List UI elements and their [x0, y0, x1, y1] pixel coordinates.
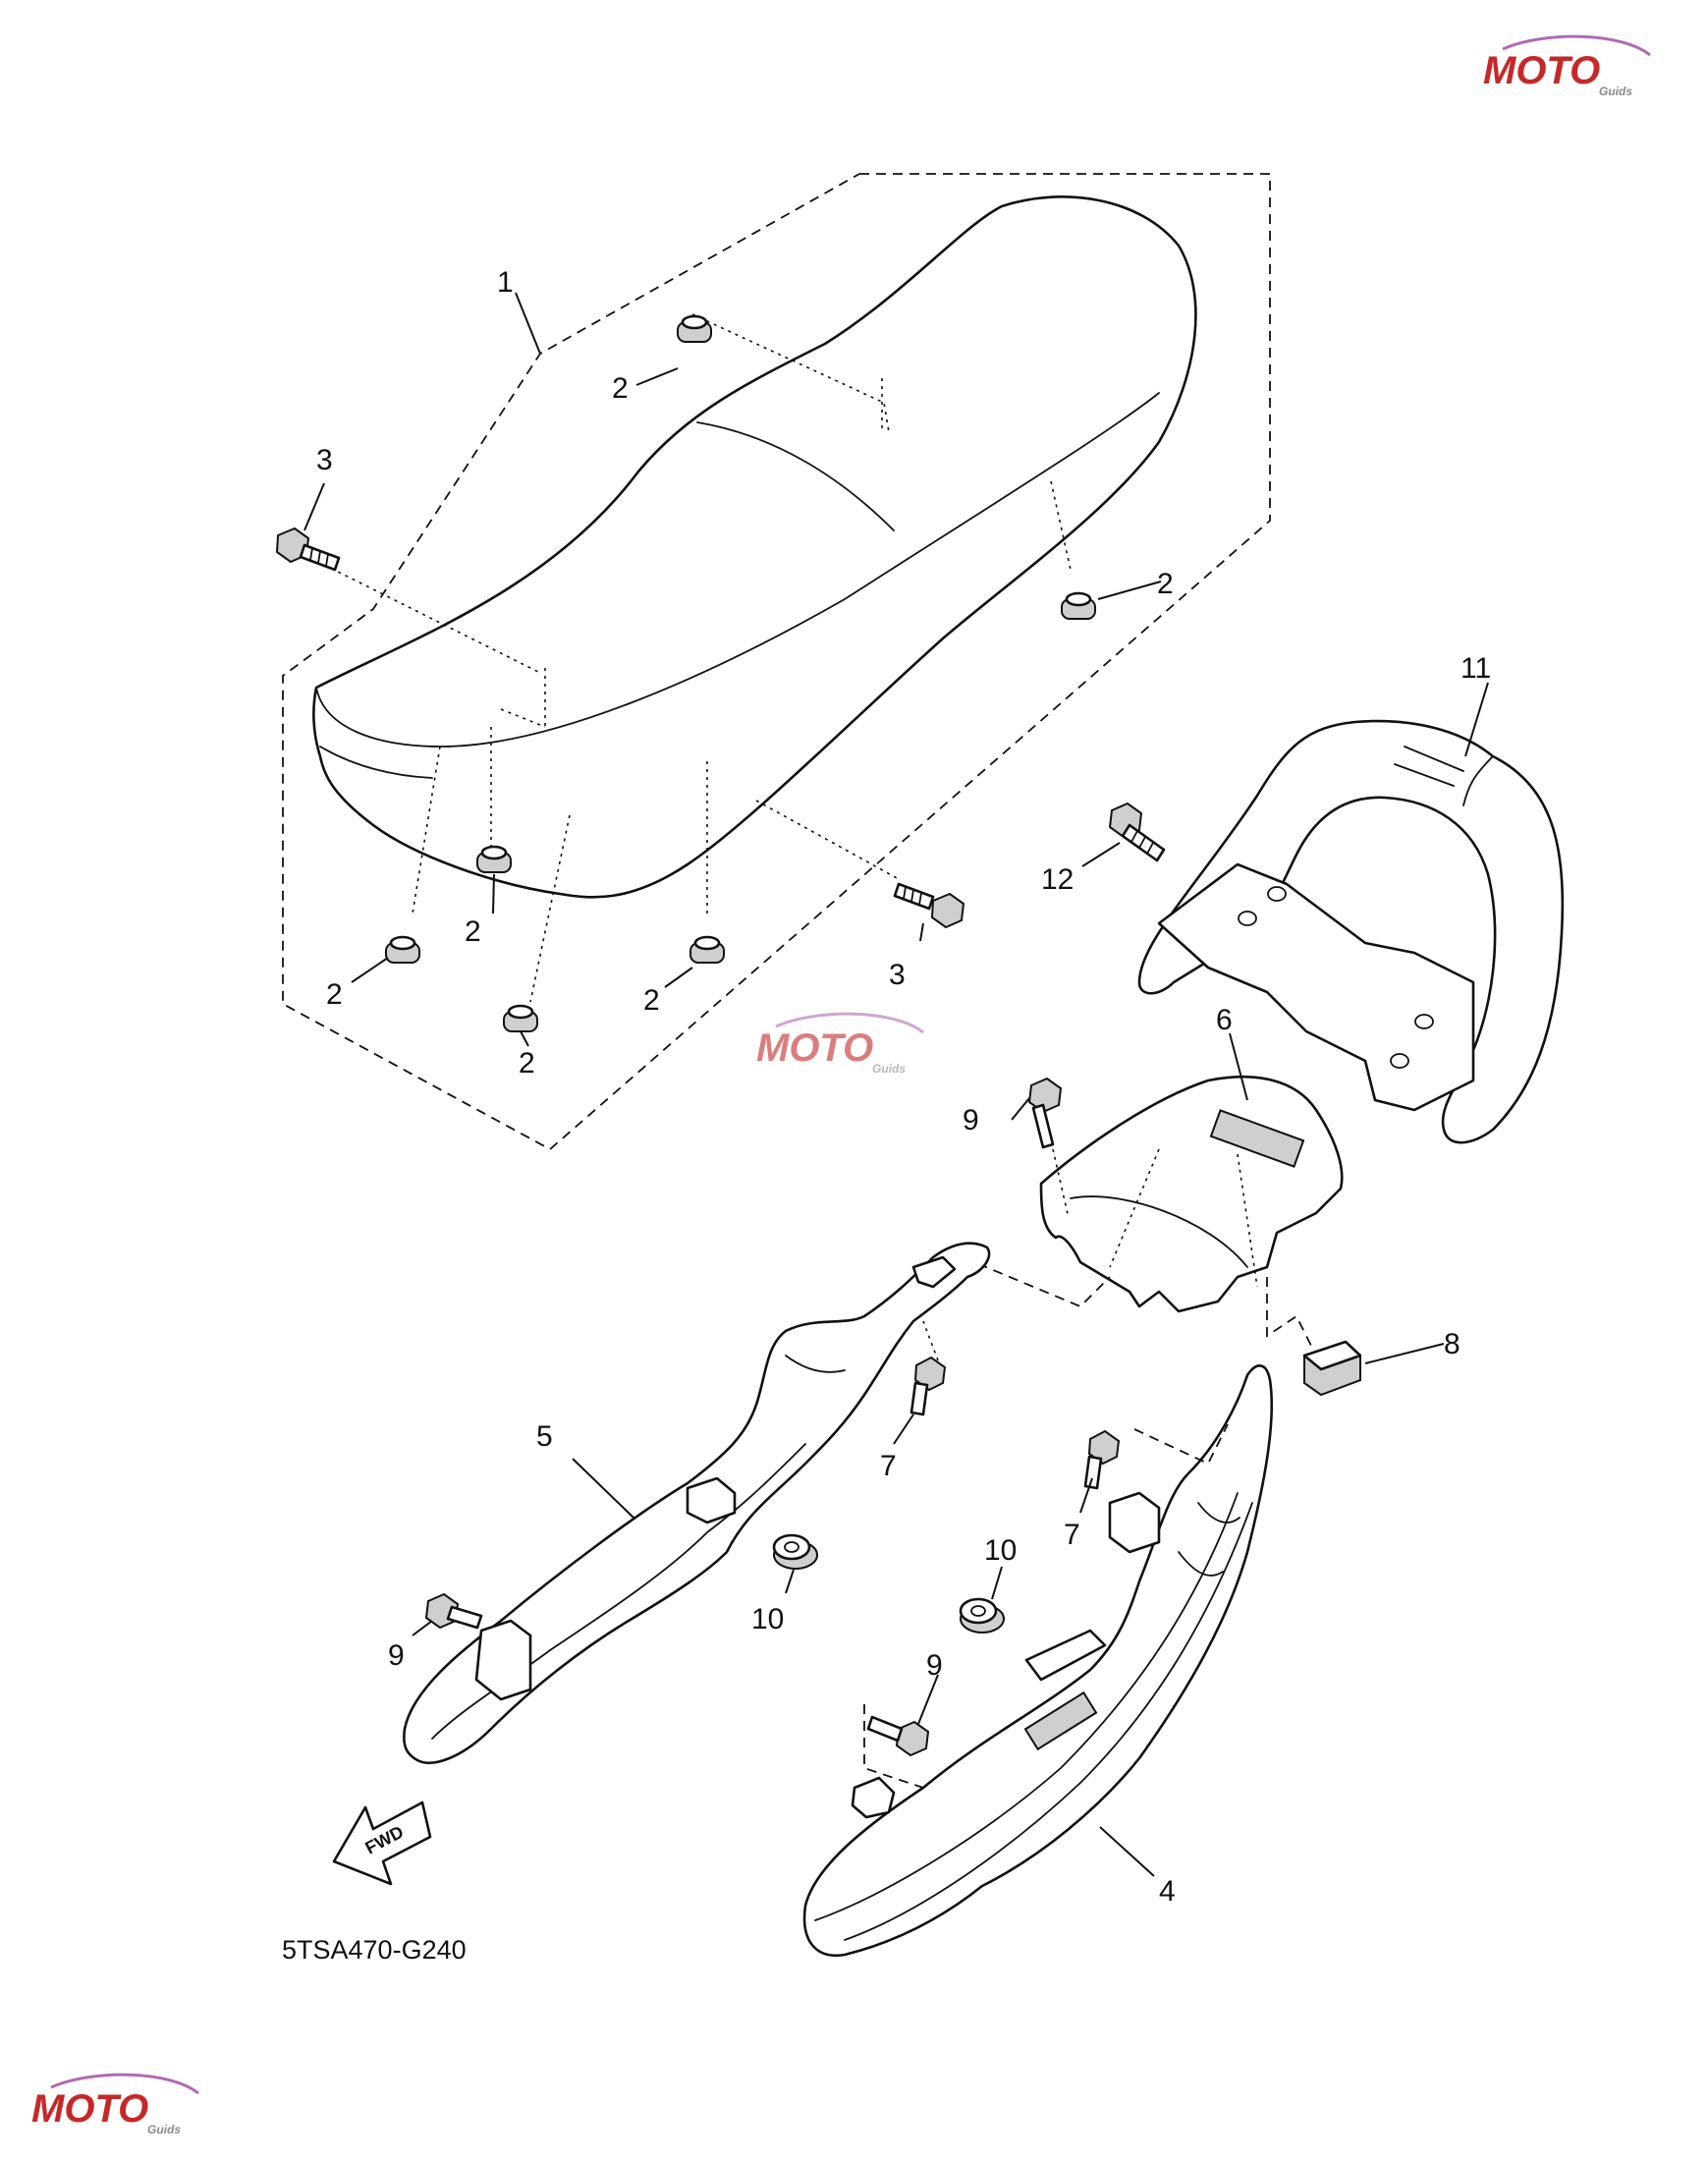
tail-cover-bolt	[1027, 1077, 1070, 1219]
callout-2-top: 2	[612, 372, 629, 405]
diagram-code: 5TSA470-G240	[282, 1935, 467, 1965]
seat-bolt-left	[275, 526, 341, 572]
callout-7-left: 7	[880, 1450, 897, 1482]
side-cover-bolt-left	[424, 1592, 483, 1630]
link-line-tail-to-left-cover	[962, 1256, 1111, 1308]
callout-9-left: 9	[388, 1639, 405, 1672]
svg-text:Guids: Guids	[1599, 84, 1632, 98]
grommet-right	[959, 1597, 1005, 1634]
grommet-left	[772, 1533, 818, 1570]
damper-center	[689, 935, 725, 964]
damper-bottom	[503, 1004, 538, 1032]
callout-4: 4	[1159, 1875, 1176, 1908]
grab-bar-bolt	[1108, 802, 1166, 862]
callout-2-lower-left: 2	[326, 978, 343, 1011]
svg-text:MOTO: MOTO	[756, 1026, 873, 1070]
callout-9-top: 9	[963, 1104, 979, 1136]
callout-2-bottom: 2	[519, 1047, 535, 1080]
svg-text:Guids: Guids	[147, 2123, 181, 2136]
watermark-logo-top: MOTO Guids	[1483, 34, 1651, 98]
callout-2-right: 2	[1157, 568, 1174, 600]
tail-cover-emblem	[1209, 1109, 1305, 1168]
callout-3-left: 3	[316, 444, 333, 476]
link-line-tail-to-damper	[1266, 1277, 1317, 1357]
side-cover-screw-right	[1083, 1429, 1121, 1490]
callout-5: 5	[536, 1420, 553, 1453]
callout-9-right: 9	[926, 1649, 943, 1682]
svg-text:MOTO: MOTO	[31, 2087, 148, 2131]
callout-3-right: 3	[889, 959, 906, 991]
seat-mount-lines	[323, 313, 1072, 1003]
callout-2-center: 2	[643, 984, 660, 1017]
callout-2-center-left: 2	[465, 915, 481, 948]
seat-assembly-boundary	[282, 173, 1271, 1151]
seat	[312, 195, 1197, 899]
seat-bolt-right	[893, 882, 965, 929]
damper-center-left	[476, 845, 512, 873]
link-line-right-bolt	[863, 1704, 924, 1789]
watermark-logo-bottom: MOTO Guids	[31, 2073, 199, 2136]
watermark-logo-middle: MOTO Guids	[756, 1012, 924, 1076]
callout-6: 6	[1216, 1004, 1233, 1036]
callout-11: 11	[1460, 652, 1491, 685]
side-cover-bolt-right	[866, 1715, 930, 1757]
side-cover-left	[403, 1242, 991, 1764]
fwd-arrow: FWD	[332, 1801, 432, 1886]
callout-7-right: 7	[1064, 1519, 1080, 1551]
callout-1: 1	[497, 266, 514, 299]
svg-text:Guids: Guids	[872, 1062, 906, 1076]
side-cover-screw-left	[909, 1320, 947, 1416]
side-cover-right-emblem	[1023, 1690, 1098, 1751]
callout-10-left: 10	[751, 1603, 784, 1635]
svg-text:MOTO: MOTO	[1483, 49, 1600, 92]
grab-bar	[1137, 719, 1565, 1144]
callout-12: 12	[1041, 863, 1074, 896]
callout-8: 8	[1444, 1328, 1460, 1360]
rubber-block	[1302, 1340, 1362, 1397]
leader-lines	[303, 292, 1489, 1877]
damper-lower-left	[385, 935, 420, 964]
damper-top	[677, 314, 712, 343]
side-cover-right	[802, 1364, 1274, 1958]
callout-10-right: 10	[984, 1534, 1017, 1567]
tail-cover	[1039, 1075, 1344, 1313]
damper-right	[1061, 591, 1096, 620]
